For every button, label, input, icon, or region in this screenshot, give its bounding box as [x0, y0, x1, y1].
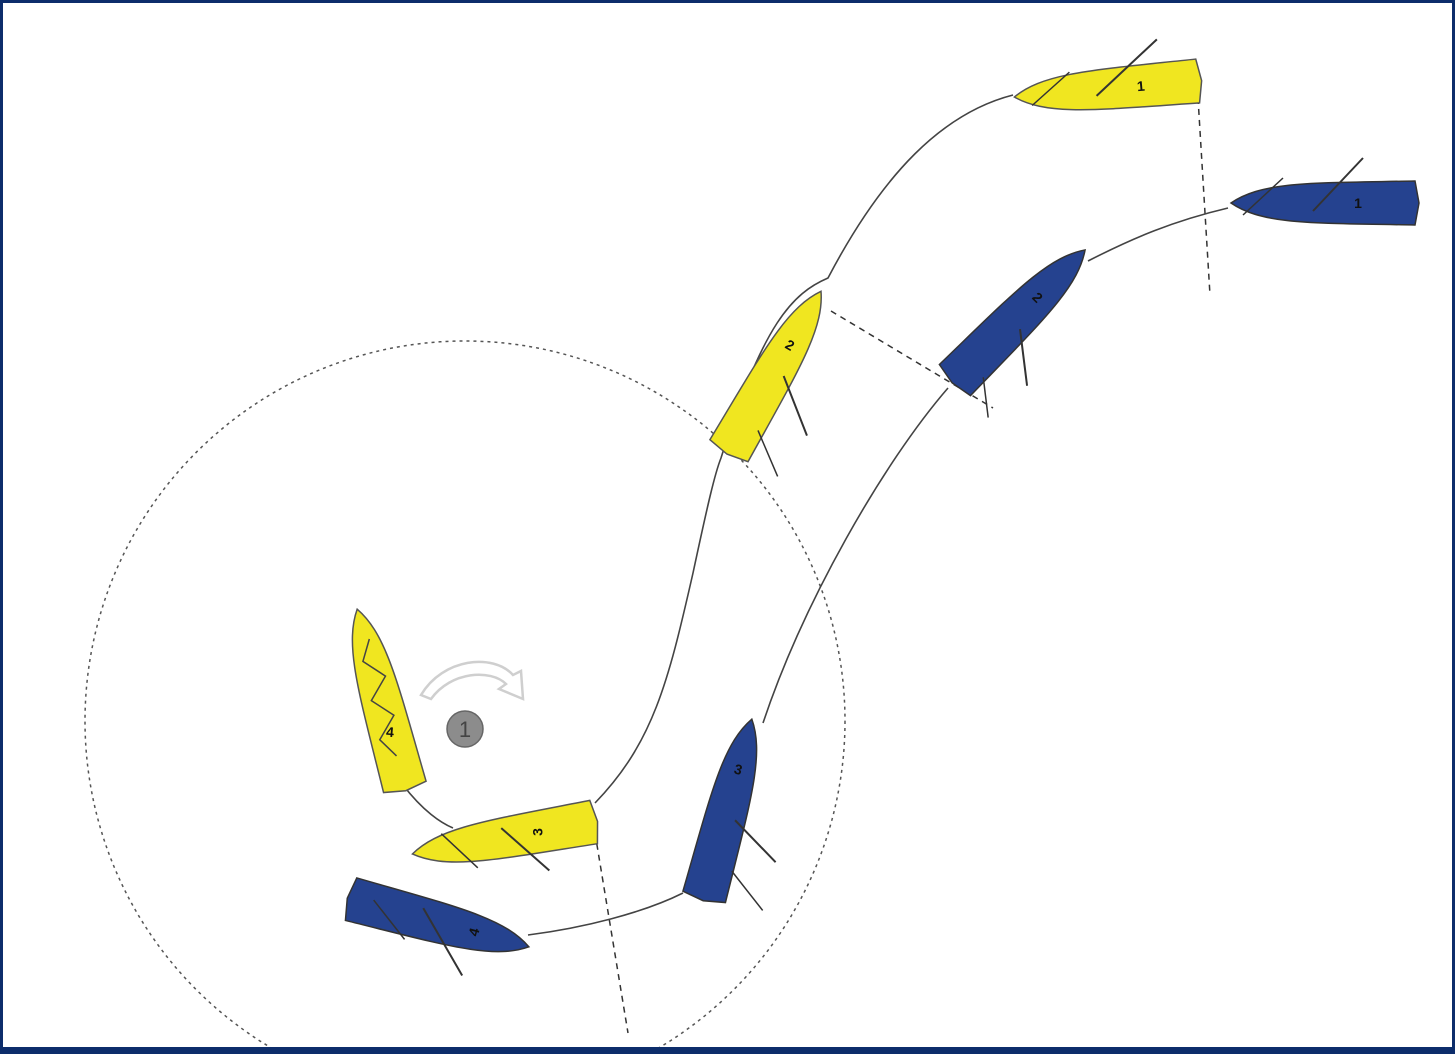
blue-boat-number: 1 [1354, 195, 1362, 211]
curved-arrow-right-icon [421, 662, 523, 699]
blue-boat-1: 1 [1231, 158, 1419, 225]
yellow-boat-3: 3 [409, 800, 605, 894]
yellow-boat-2: 2 [708, 280, 873, 484]
marker-1: 1 [447, 711, 483, 747]
yellow-track [403, 95, 1013, 828]
alignment-line [595, 833, 628, 1033]
yellow-boat-number: 1 [1136, 78, 1145, 95]
blue-boat-3: 3 [682, 713, 810, 916]
yellow-boat-number: 4 [385, 723, 394, 740]
alignment-line [1198, 98, 1210, 295]
marker-label: 1 [459, 717, 471, 742]
yellow-boat-number: 3 [529, 828, 545, 836]
sailing-maneuver-diagram: 1 1 2 3 4 1 2 3 [3, 3, 1452, 1047]
blue-track [528, 208, 1228, 935]
blue-boat-4: 4 [336, 877, 535, 990]
blue-boat-2: 2 [937, 234, 1124, 421]
yellow-boat-4: 4 [336, 603, 427, 796]
yellow-boat-1: 1 [1010, 36, 1203, 119]
